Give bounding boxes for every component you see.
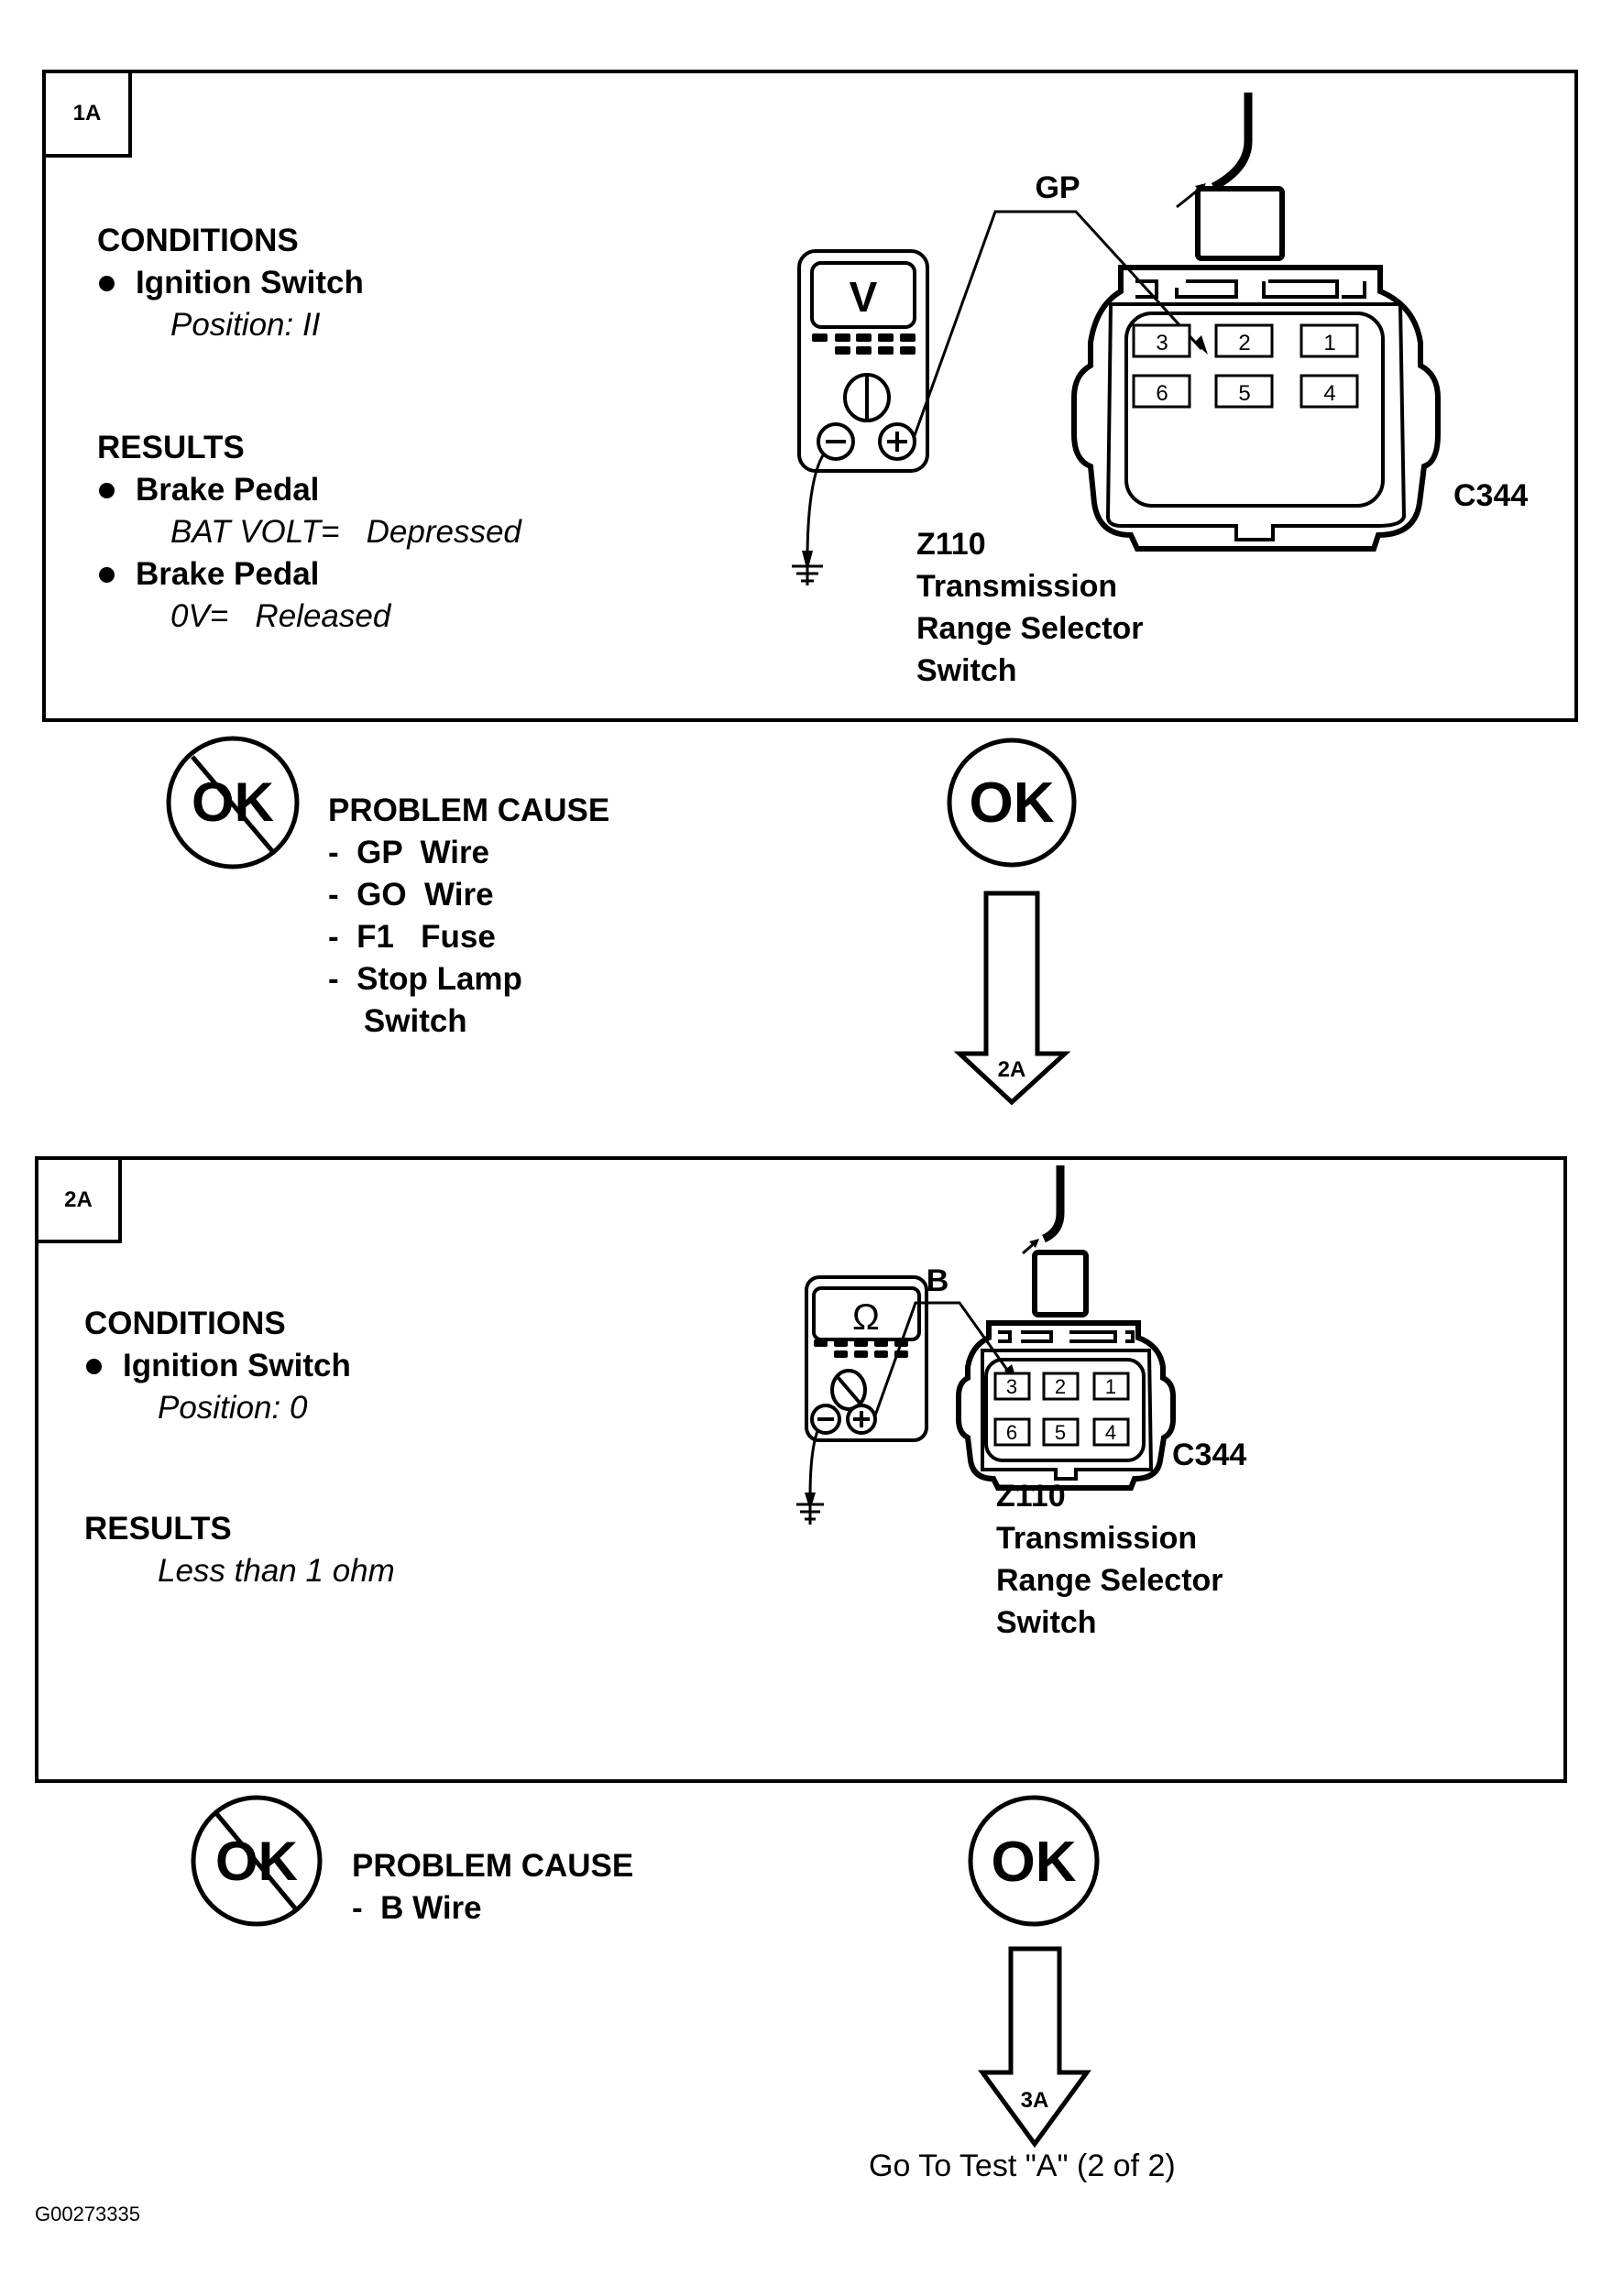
- problem-cause-heading: PROBLEM CAUSE: [352, 1848, 634, 1884]
- figure-id: G00273335: [35, 2203, 140, 2225]
- next-step-label: 3A: [1021, 2088, 1049, 2113]
- pin-number: 1: [1323, 331, 1335, 355]
- problem-cause-block-2a: PROBLEM CAUSE - B Wire: [352, 1845, 633, 1930]
- multimeter-icon: Ω: [805, 1275, 928, 1442]
- pin-number: 3: [1006, 1375, 1017, 1398]
- pin-number: 5: [1238, 381, 1250, 406]
- step-tag-2a: 2A: [35, 1156, 122, 1243]
- pin-cell: [1042, 1417, 1080, 1447]
- pin-cell: [1042, 1372, 1080, 1401]
- next-step-arrow-3a[interactable]: 3A: [977, 1944, 1096, 2151]
- connector-pins: 3 2 1 6 5 4: [993, 1372, 1130, 1447]
- pin-cell: [1092, 1372, 1130, 1401]
- problem-cause-heading: PROBLEM CAUSE: [328, 793, 610, 828]
- results-heading: RESULTS: [84, 1511, 232, 1547]
- step-panel-1a: 1A CONDITIONS Ignition Switch Position: …: [42, 70, 1578, 722]
- not-ok-icon: OK: [166, 736, 300, 869]
- problem-cause-item: - GO Wire: [328, 877, 494, 913]
- conditions-heading: CONDITIONS: [97, 223, 299, 258]
- ground-icon: [792, 564, 823, 583]
- connector-id: C344: [1172, 1438, 1246, 1472]
- probe-tip-arrow-icon: [1194, 335, 1208, 355]
- pin-cell: [1132, 374, 1191, 409]
- component-name-line: Transmission: [916, 569, 1117, 604]
- result-item: Brake Pedal: [97, 469, 521, 511]
- condition-detail: Position: II: [170, 307, 321, 343]
- pin-cell: [993, 1372, 1031, 1401]
- conditions-heading: CONDITIONS: [84, 1306, 286, 1341]
- wire-label: B: [927, 1263, 949, 1298]
- harness-wire-icon: [1041, 1165, 1065, 1243]
- pin-number: 2: [1055, 1375, 1066, 1398]
- svg-text:OK: OK: [992, 1831, 1077, 1894]
- meter-mode-symbol: V: [850, 273, 878, 321]
- not-ok-icon: OK: [191, 1795, 323, 1927]
- connector-cover-icon: [1032, 1250, 1089, 1317]
- pin-number: 5: [1055, 1421, 1066, 1444]
- result-detail: 0V= Released: [170, 598, 391, 634]
- svg-text:OK: OK: [970, 771, 1055, 835]
- pin-number: 1: [1105, 1375, 1116, 1398]
- connector-pins: 3 2 1 6 5 4: [1132, 323, 1359, 409]
- multimeter-icon: V: [797, 249, 929, 473]
- connector-c344-icon: [956, 1320, 1176, 1491]
- pin-number: 4: [1323, 381, 1335, 406]
- pin-cell: [1299, 323, 1359, 358]
- pin-number: 3: [1156, 331, 1168, 355]
- pin-number: 6: [1156, 381, 1168, 406]
- goto-next-test-link[interactable]: Go To Test "A" (2 of 2): [869, 2148, 1176, 2183]
- condition-item: Ignition Switch: [97, 262, 521, 304]
- conditions-block-2a: CONDITIONS Ignition Switch Position: 0 R…: [84, 1303, 395, 1592]
- connector-id: C344: [1453, 478, 1528, 513]
- results-heading: RESULTS: [97, 430, 245, 465]
- pin-cell: [993, 1417, 1031, 1447]
- component-name-line: Switch: [916, 653, 1017, 688]
- pin-number: 4: [1105, 1421, 1116, 1444]
- test-diagram-2a: Ω B: [796, 1165, 1246, 1640]
- connector-cover-icon: [1195, 186, 1285, 261]
- pin-cell: [1092, 1417, 1130, 1447]
- problem-cause-item: - B Wire: [352, 1890, 482, 1926]
- ground-lead-arrow-icon: [802, 551, 813, 572]
- pin-cell: [1132, 323, 1191, 358]
- result-detail: BAT VOLT= Depressed: [170, 514, 521, 550]
- problem-cause-item: Switch: [328, 1003, 467, 1039]
- ok-icon: OK: [947, 738, 1077, 868]
- ok-icon: OK: [968, 1795, 1100, 1927]
- component-code: Z110: [996, 1479, 1066, 1514]
- ground-lead-arrow-icon: [805, 1492, 816, 1511]
- pin-cell: [1214, 374, 1274, 409]
- problem-cause-item: - F1 Fuse: [328, 919, 496, 955]
- step-tag-1a: 1A: [42, 70, 132, 158]
- conditions-block-1a: CONDITIONS Ignition Switch Position: II …: [97, 220, 521, 638]
- test-diagram-1a: V GP: [792, 93, 1528, 688]
- meter-mode-symbol: Ω: [852, 1297, 880, 1338]
- component-name-line: Transmission: [996, 1521, 1197, 1556]
- wire-label: GP: [1035, 170, 1080, 205]
- pin-cell: [1299, 374, 1359, 409]
- next-step-arrow-2a[interactable]: 2A: [953, 889, 1072, 1109]
- next-step-label: 2A: [998, 1057, 1026, 1082]
- pin-number: 6: [1006, 1421, 1017, 1444]
- component-name-line: Range Selector: [996, 1563, 1223, 1598]
- condition-detail: Position: 0: [158, 1390, 308, 1426]
- ground-icon: [796, 1503, 824, 1521]
- pin-cell: [1214, 323, 1274, 358]
- connector-c344-icon: [1071, 265, 1441, 552]
- condition-item: Ignition Switch: [84, 1345, 395, 1387]
- harness-wire-icon: [1211, 93, 1253, 191]
- component-name-line: Switch: [996, 1605, 1097, 1640]
- step-panel-2a: 2A CONDITIONS Ignition Switch Position: …: [35, 1156, 1567, 1783]
- component-code: Z110: [916, 527, 986, 562]
- result-detail: Less than 1 ohm: [158, 1553, 395, 1589]
- pin-number: 2: [1238, 331, 1250, 355]
- result-item: Brake Pedal: [97, 553, 521, 596]
- problem-cause-item: - Stop Lamp: [328, 961, 522, 997]
- problem-cause-item: - GP Wire: [328, 835, 490, 870]
- problem-cause-block-1a: PROBLEM CAUSE - GP Wire - GO Wire - F1 F…: [328, 790, 609, 1043]
- component-name-line: Range Selector: [916, 611, 1144, 646]
